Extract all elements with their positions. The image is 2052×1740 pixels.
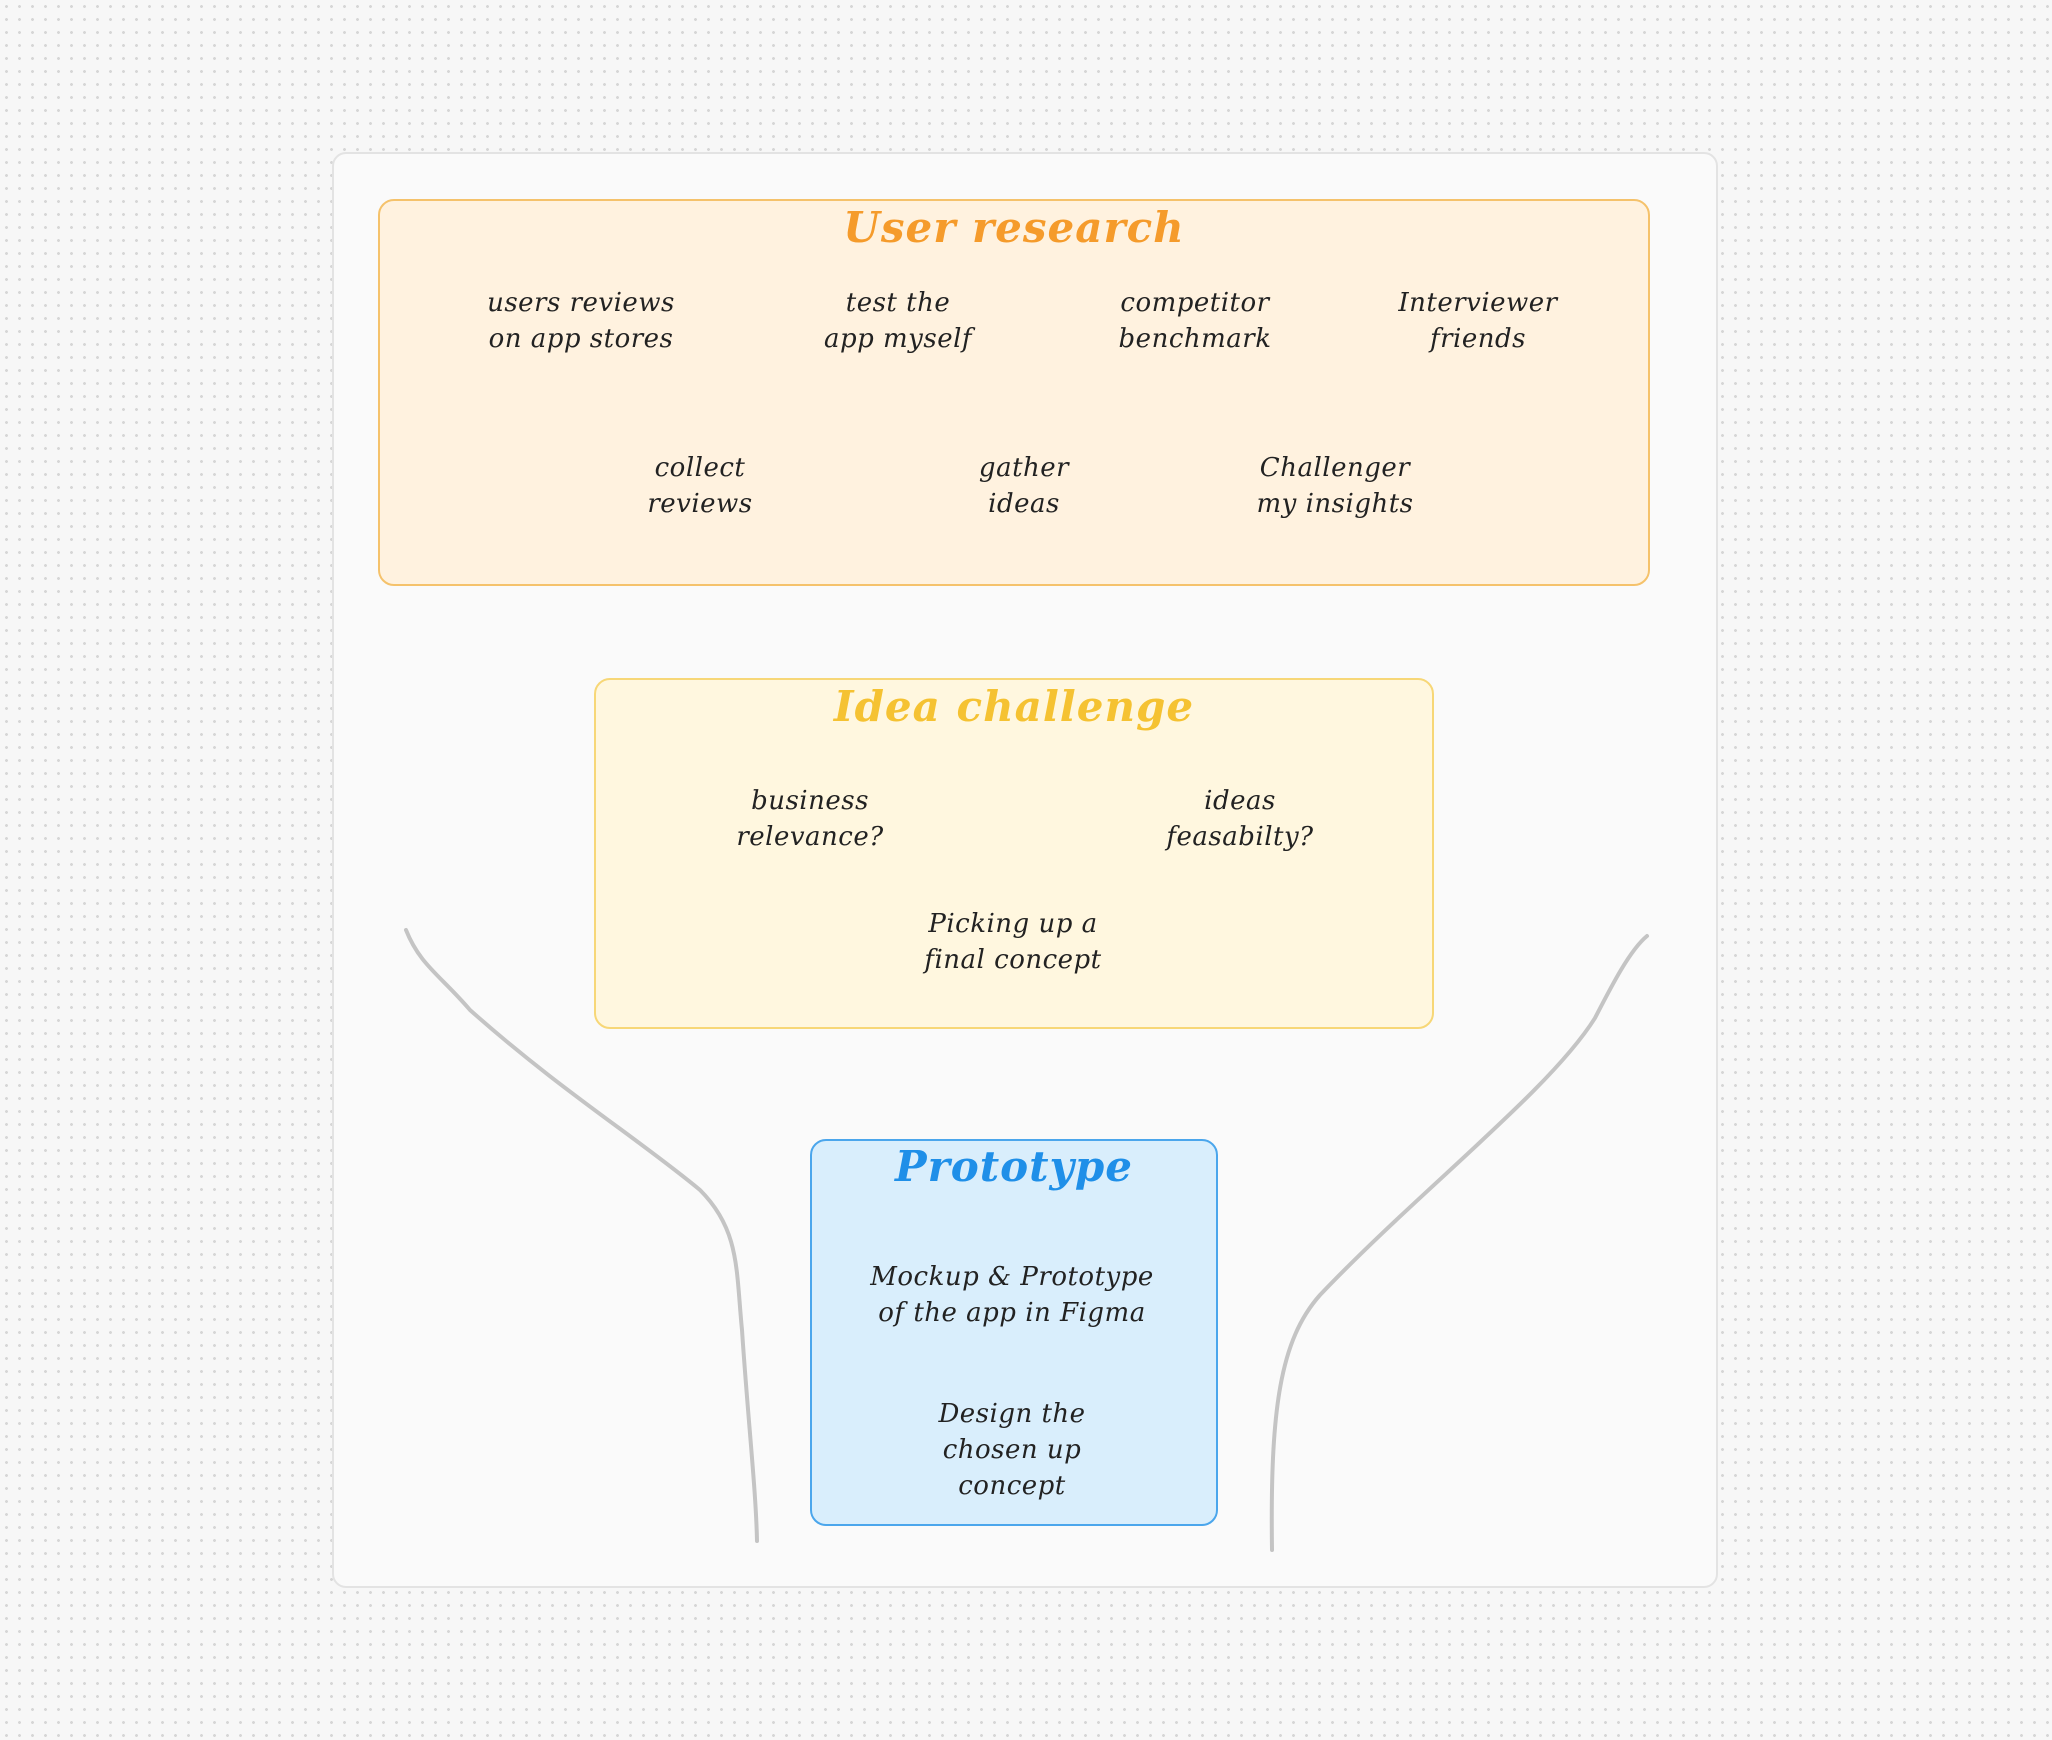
section-title-prototype: Prototype xyxy=(894,1142,1134,1191)
note-gather-ideas[interactable]: gather ideas xyxy=(978,453,1070,519)
section-title-idea-challenge: Idea challenge xyxy=(833,682,1195,731)
section-title-user-research: User research xyxy=(843,203,1185,252)
note-competitor-benchmark[interactable]: competitor benchmark xyxy=(1118,288,1272,354)
note-mockup-prototype[interactable]: Mockup & Prototype of the app in Figma xyxy=(870,1262,1154,1328)
section-prototype[interactable]: Prototype xyxy=(810,1139,1218,1526)
section-idea-challenge[interactable]: Idea challenge xyxy=(594,678,1434,1029)
section-user-research[interactable]: User research xyxy=(378,199,1650,586)
note-final-concept[interactable]: Picking up a final concept xyxy=(924,909,1102,975)
note-interviewer-friends[interactable]: Interviewer friends xyxy=(1398,288,1558,354)
note-test-the-app[interactable]: test the app myself xyxy=(823,288,973,354)
note-challenger-insights[interactable]: Challenger my insights xyxy=(1256,453,1414,519)
note-ideas-feasability[interactable]: ideas feasabilty? xyxy=(1166,786,1314,852)
note-users-reviews[interactable]: users reviews on app stores xyxy=(487,288,675,354)
note-business-relevance[interactable]: business relevance? xyxy=(736,786,884,852)
note-design-concept[interactable]: Design the chosen up concept xyxy=(938,1399,1086,1501)
note-collect-reviews[interactable]: collect reviews xyxy=(647,453,753,519)
